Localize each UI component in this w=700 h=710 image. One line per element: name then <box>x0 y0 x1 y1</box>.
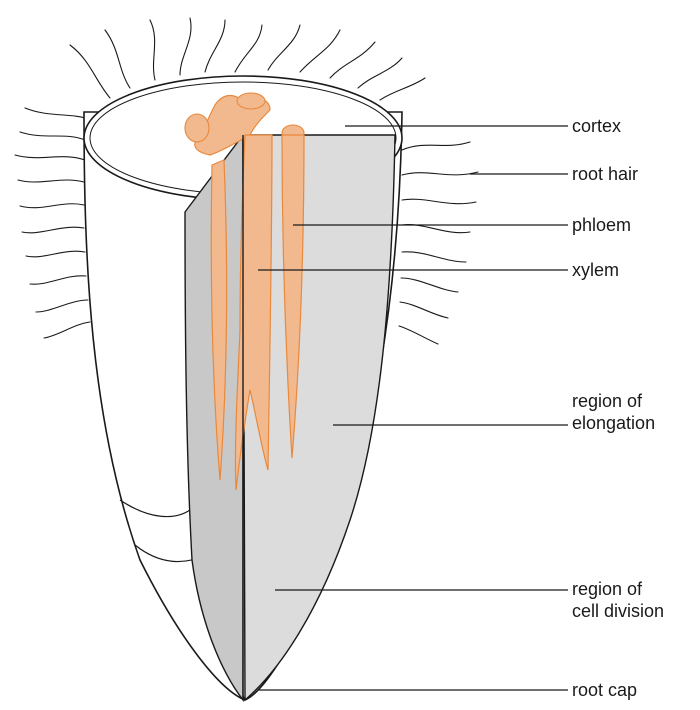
phloem-spot-top <box>237 93 265 109</box>
label-root-cap: root cap <box>572 679 637 701</box>
label-xylem: xylem <box>572 259 619 281</box>
label-phloem: phloem <box>572 214 631 236</box>
label-cortex: cortex <box>572 115 621 137</box>
label-root-hair: root hair <box>572 163 638 185</box>
phloem-spot-left <box>185 114 209 142</box>
label-region-of-cell-division: region of cell division <box>572 578 664 622</box>
label-region-of-elongation: region of elongation <box>572 390 655 434</box>
